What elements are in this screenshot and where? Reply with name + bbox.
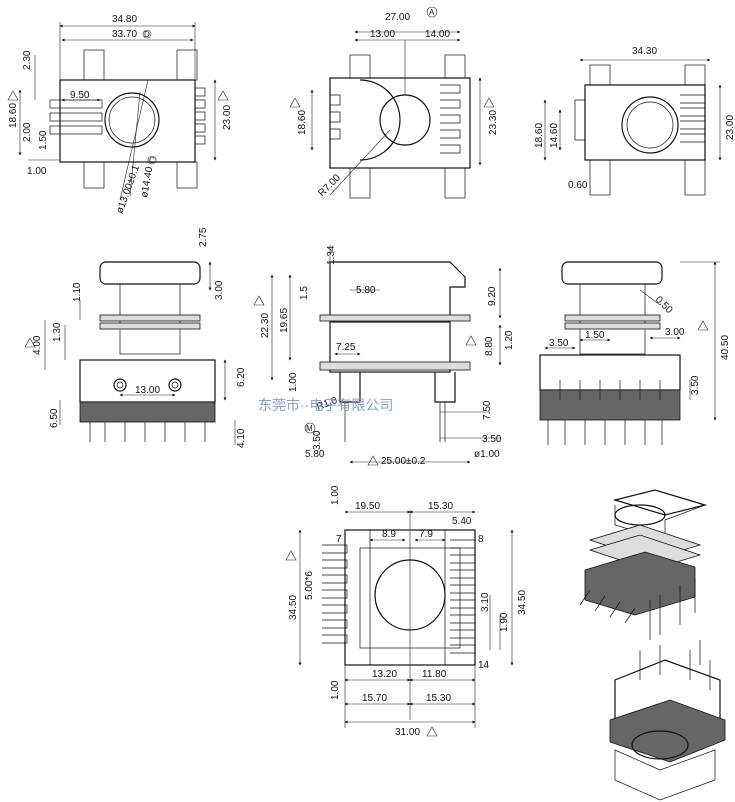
- dim-pin-dia-mid-center: ø1.00: [474, 449, 500, 460]
- dim-hole-marker: C: [149, 156, 155, 165]
- dim-left-width-bottom: 19.50: [355, 501, 380, 512]
- dim-height-2-right: 14.60: [549, 123, 560, 148]
- dim-flange-mid-center: 1.5: [299, 286, 310, 300]
- dim-h3-mid-center: 9.20: [487, 286, 498, 306]
- dim-bottom-small-bottom: 1.00: [330, 680, 341, 700]
- dim-width-marker: D: [144, 30, 150, 39]
- dim-width-marker-center: A: [429, 8, 435, 17]
- dim-height: 18.60: [8, 103, 19, 128]
- dim-cap-mid-left: 3.00: [214, 280, 225, 300]
- dim-slot-a-bottom: 3.10: [480, 592, 491, 612]
- dim-label-14-bottom: 14: [478, 660, 490, 671]
- dim-slot-b-bottom: 1.90: [499, 612, 510, 632]
- dim-height-1-right: 18.60: [534, 123, 545, 148]
- dim-right-center: 14.00: [425, 29, 450, 40]
- dim-a-mid-left: 4.00: [32, 335, 43, 355]
- dim-bottom-left-bottom: 13.20: [372, 669, 397, 680]
- iso-view-top: [579, 489, 708, 640]
- view-top-center: 27.00 A 13.00 14.00 18.60 R7.00 23.30: [289, 6, 499, 199]
- dim-left-center: 13.00: [370, 29, 395, 40]
- dim-pin-len-mid-left: 6.50: [49, 408, 60, 428]
- dim-pitch-bottom: 5.00*6: [304, 571, 315, 600]
- dim-inner-width: 33.70: [112, 29, 137, 40]
- dim-radius-center: R7.00: [316, 172, 343, 199]
- dim-h5-mid-center: 1.20: [504, 330, 515, 350]
- dim-small-mid-center: 1.00: [288, 372, 299, 392]
- dim-h2-mid-center: 19.65: [279, 308, 290, 333]
- dim-left-pin-mid-center: 3.50: [312, 430, 323, 450]
- dim-label-8-bottom: 8: [478, 534, 484, 545]
- dim-hole: ø13.00±0.1: [114, 163, 142, 215]
- view-mid-right: 0.50 1.50 3.00 3.50 40.50 3.50: [539, 261, 731, 445]
- view-mid-left: 2.75 1.10 3.00 4.00 1.30 13.00 6.20 6.50…: [24, 227, 247, 448]
- dim-total-bottom: 31.00: [395, 727, 420, 738]
- dim-pin-mid-right: 3.50: [690, 375, 701, 395]
- iso-view-bottom: [609, 640, 726, 801]
- dim-pitch-b-mid-right: 3.00: [665, 327, 685, 338]
- dim-right-width-bottom: 15.30: [428, 501, 453, 512]
- dim-label-7-bottom: 7: [336, 534, 342, 545]
- dim-base-mid-left: 6.20: [236, 367, 247, 387]
- view-top-left: 34.80 33.70 D 2.30 18.60 9.50 2.00 1.50 …: [7, 14, 233, 215]
- dim-pitch-mid-center: 25.00±0.2: [381, 456, 426, 467]
- dim-radius-mid-right: 0.50: [653, 294, 675, 316]
- dim-b-mid-left: 1.30: [52, 322, 63, 342]
- dim-gap-b-bottom: 7.9: [419, 529, 433, 540]
- dim-top-bottom: 1.00: [330, 485, 341, 505]
- dim-bottom-right: 0.60: [568, 180, 588, 191]
- dim-top-mid-center: 1.34: [326, 245, 337, 265]
- dim-height-right-bottom: 34.50: [517, 590, 528, 615]
- dim-small-1: 2.00: [22, 122, 33, 142]
- dim-bottom-right-bottom: 11.80: [422, 669, 447, 680]
- dim-width-right: 34.30: [632, 46, 657, 57]
- dim-bottom-offset: 1.00: [27, 166, 47, 177]
- watermark-text: 东莞市··电子有限公司: [258, 397, 393, 413]
- dim-left-mid-right: 3.50: [549, 338, 569, 349]
- view-mid-center: 1.34 1.5 5.80 22.30 19.65 9.20 8.80 1.20…: [253, 245, 515, 467]
- dim-right-small-bottom: 5.40: [452, 516, 472, 527]
- dim-pin-b-mid-center: 3.50: [482, 434, 502, 445]
- dim-total-width-center: 27.00: [385, 12, 410, 23]
- dim-width-a-mid-center: 7.25: [336, 342, 356, 353]
- dim-marker-mid-center: M: [306, 424, 313, 433]
- dim-right-height-right: 23.00: [725, 115, 735, 140]
- dim-step-mid-center: 5.80: [356, 285, 376, 296]
- dim-pin-span-mid-left: 13.00: [135, 385, 160, 396]
- dim-top-mid-left: 2.75: [198, 227, 209, 247]
- view-bottom: 1.00 19.50 15.30 8.9 7.9 5.40 7 8 5.00*6…: [285, 485, 528, 738]
- dim-height-mid-right: 40.50: [720, 335, 731, 360]
- dim-pin-a-mid-center: 7.50: [482, 400, 493, 420]
- dim-top-offset: 2.30: [22, 50, 33, 70]
- dim-small-2: 1.50: [38, 130, 49, 150]
- dim-gap-a-bottom: 8.9: [382, 529, 396, 540]
- dim-slot: 9.50: [70, 90, 90, 101]
- dim-flange-mid-left: 1.10: [72, 282, 83, 302]
- dim-right-height-center: 23.30: [488, 110, 499, 135]
- dim-right-height: 23.00: [222, 105, 233, 130]
- dim-pitch-a-mid-right: 1.50: [585, 330, 605, 341]
- dim-width-right-bottom: 15.30: [426, 693, 451, 704]
- dim-h4-mid-center: 8.80: [484, 336, 495, 356]
- dim-width-left-bottom: 15.70: [362, 693, 387, 704]
- dim-h1-mid-center: 22.30: [260, 313, 271, 338]
- dim-height-center: 18.60: [297, 110, 308, 135]
- dim-pin-tip-mid-left: 4.10: [236, 428, 247, 448]
- view-top-right: 34.30 18.60 14.60 23.00 0.60: [534, 46, 735, 196]
- dim-hole-outer: ø14.40: [139, 166, 155, 199]
- dim-offset-mid-center: 5.80: [305, 449, 325, 460]
- dim-height-left-bottom: 34.50: [288, 595, 299, 620]
- dim-total-width: 34.80: [112, 14, 137, 25]
